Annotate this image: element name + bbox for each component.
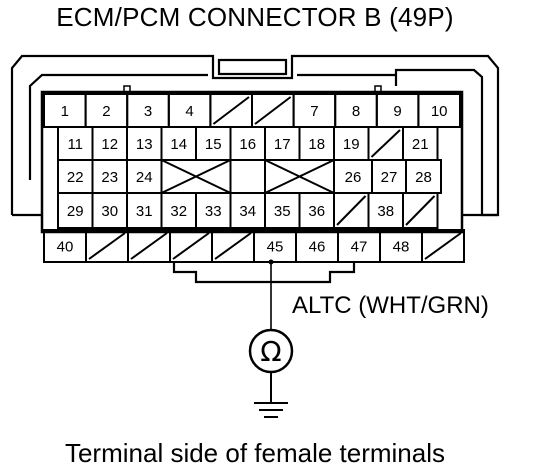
terminal-number: 18 (308, 136, 325, 153)
terminal-number: 12 (101, 136, 118, 153)
diagram-title: ECM/PCM CONNECTOR B (49P) (56, 2, 454, 32)
terminal-number: 22 (67, 169, 84, 186)
terminal-number: 14 (170, 136, 187, 153)
terminal-number: 8 (352, 103, 360, 120)
terminal-number: 17 (274, 136, 291, 153)
empty-cavity-mark (424, 232, 462, 260)
terminal-number: 24 (136, 169, 153, 186)
empty-cavity-mark (254, 96, 292, 125)
terminal-number: 19 (343, 136, 360, 153)
empty-cavity-mark (88, 232, 126, 260)
terminal-number: 47 (351, 239, 368, 256)
terminal-number: 7 (310, 103, 318, 120)
terminal-number: 31 (136, 203, 153, 220)
terminal-number: 28 (415, 169, 432, 186)
terminal-number: 4 (185, 103, 193, 120)
empty-cavity-mark (172, 232, 210, 260)
blocked-cavity-mark (161, 159, 231, 194)
terminal-number: 33 (205, 203, 222, 220)
empty-cavity-mark (214, 232, 252, 260)
terminal-number: 9 (393, 103, 401, 120)
blocked-cavity-mark (264, 159, 335, 194)
terminal-number: 35 (274, 203, 291, 220)
terminal-number: 13 (136, 136, 153, 153)
ground-icon (254, 372, 288, 418)
terminal-number: 30 (101, 203, 118, 220)
signal-label: ALTC (WHT/GRN) (292, 292, 489, 319)
empty-cavity-mark (370, 129, 401, 158)
probe-dot (268, 259, 274, 265)
terminal-cavity (421, 229, 465, 263)
terminal-number: 23 (101, 169, 118, 186)
ohmmeter-icon: Ω (248, 328, 294, 374)
terminal-number: 34 (239, 203, 256, 220)
empty-cavity-mark (212, 96, 250, 125)
empty-cavity-mark (405, 195, 436, 226)
terminal-number: 10 (431, 103, 448, 120)
empty-cavity-mark (130, 232, 168, 260)
terminal-number: 11 (67, 136, 83, 153)
footer-caption: Terminal side of female terminals (64, 438, 446, 468)
terminal-number: 48 (393, 239, 410, 256)
terminal-cavity (417, 93, 461, 128)
meter-symbol: Ω (260, 335, 281, 368)
terminal-number: 26 (345, 169, 362, 186)
terminal-number: 40 (57, 239, 74, 256)
terminal-number: 32 (170, 203, 187, 220)
terminal-number: 21 (412, 136, 429, 153)
terminal-cavity (402, 192, 439, 229)
terminal-number: 45 (267, 239, 284, 256)
empty-cavity-mark (336, 195, 367, 226)
connector-housing (10, 54, 500, 284)
terminal-number: 36 (308, 203, 325, 220)
terminal-number: 1 (61, 103, 69, 120)
terminal-number: 2 (102, 103, 110, 120)
terminal-number: 15 (205, 136, 222, 153)
terminal-number: 16 (239, 136, 256, 153)
terminal-number: 3 (144, 103, 152, 120)
terminal-number: 46 (309, 239, 326, 256)
terminal-number: 27 (381, 169, 398, 186)
terminal-number: 29 (67, 203, 84, 220)
terminal-number: 38 (377, 203, 394, 220)
